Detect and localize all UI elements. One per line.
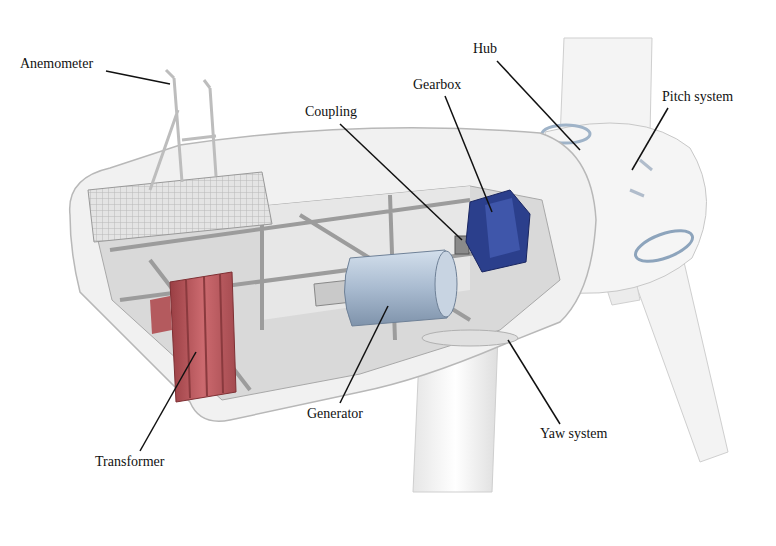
part-label: Gearbox xyxy=(413,77,461,93)
part-label: Pitch system xyxy=(662,89,733,105)
part-label: Generator xyxy=(307,406,363,422)
part-label: Coupling xyxy=(305,104,357,120)
part-label: Transformer xyxy=(95,454,164,470)
part-label: Anemometer xyxy=(20,56,93,72)
part-label: Yaw system xyxy=(540,426,607,442)
part-label: Hub xyxy=(473,41,497,57)
